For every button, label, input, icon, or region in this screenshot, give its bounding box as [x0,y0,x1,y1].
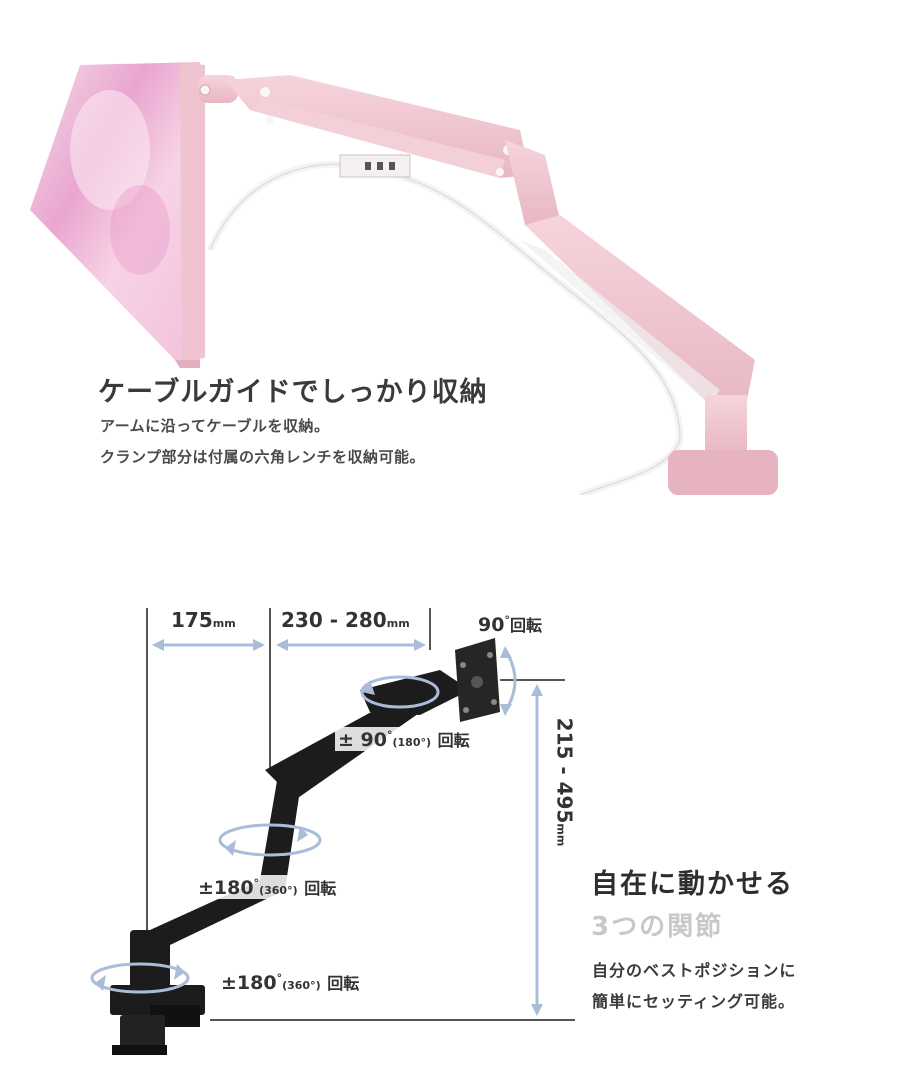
reference-lines [146,608,575,1021]
base-joint-rotation-label: ±180°(360°) 回転 [218,970,363,994]
upper-joint-rotation-label: ± 90°(180°) 回転 [335,727,473,751]
features-title: 自在に動かせる [591,869,794,900]
rotation-arrowheads [95,646,512,991]
dimension-width-2: 230 - 280mm [281,608,410,632]
monitor-mount-plate [455,638,500,722]
cable-guide-title: ケーブルガイドでしっかり収納 [98,377,488,408]
cable-guide-description-1: アームに沿ってケーブルを収納。 [100,417,330,435]
pink-arm [198,75,778,495]
dimension-width-1: 175mm [171,608,236,632]
cable-guide-description-2: クランプ部分は付属の六角レンチを収納可能。 [100,448,426,466]
middle-joint-rotation-label: ±180°(360°) 回転 [195,875,340,899]
pink-monitor-arm-photo [30,62,778,495]
features-description-2: 簡単にセッティング可能。 [592,992,796,1011]
dimension-height: 215 - 495mm [552,717,577,847]
dimension-arrows [152,639,543,1016]
features-subtitle: 3つの関節 [591,912,724,942]
monitor-rotation-label: 90°回転 [478,613,542,636]
features-description-1: 自分のベストポジションに [592,961,797,980]
monitor-screen [30,62,205,368]
